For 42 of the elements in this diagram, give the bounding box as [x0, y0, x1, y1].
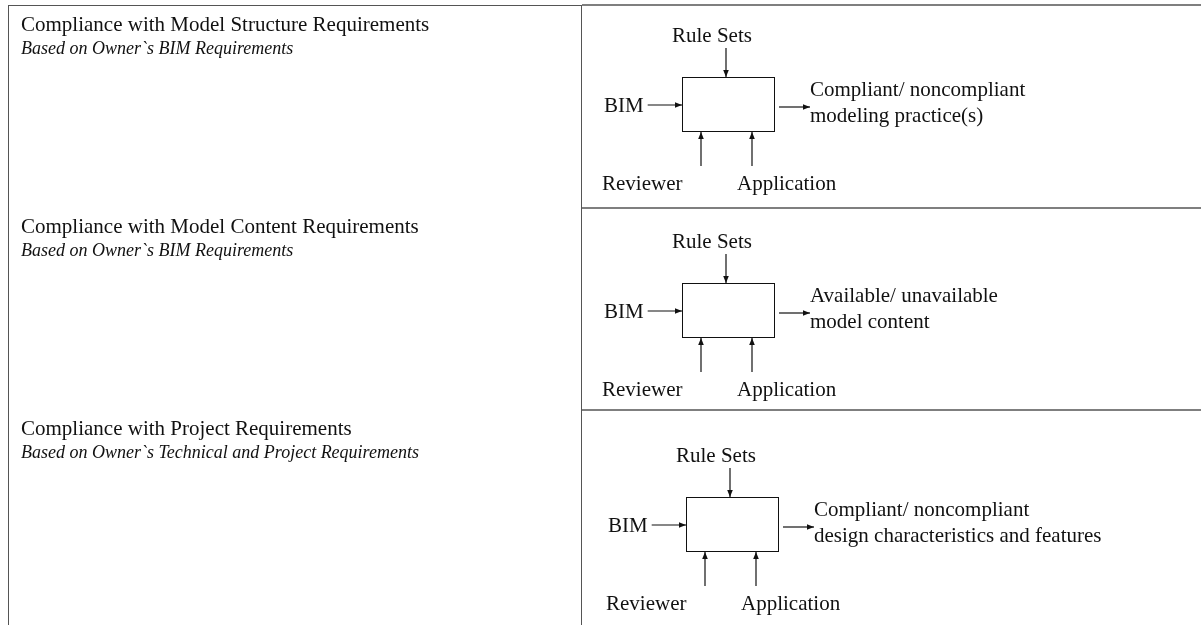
requirement-basis: Based on Owner`s BIM Requirements: [21, 239, 295, 261]
control-label: Rule Sets: [672, 228, 752, 254]
mechanism-label: Application: [737, 170, 837, 196]
arrow: [647, 102, 683, 108]
arrow: [723, 253, 729, 284]
requirement-heading: Compliance with Project Requirements: [21, 416, 353, 441]
requirement-basis: Based on Owner`s Technical and Project Requirements: [21, 441, 420, 463]
control-label: Rule Sets: [672, 22, 752, 48]
table-cell: [8, 208, 582, 410]
input-label: BIM: [604, 92, 644, 118]
arrow: [749, 131, 755, 167]
input-label: BIM: [604, 298, 644, 324]
process-box: [686, 497, 779, 552]
arrow: [749, 337, 755, 373]
mechanism-label: Application: [741, 590, 841, 616]
process-box: [682, 77, 775, 132]
control-label: Rule Sets: [676, 442, 756, 468]
arrow: [778, 310, 811, 316]
output-label: Compliant/ noncompliant modeling practice(s): [810, 76, 1026, 128]
arrow: [782, 524, 815, 530]
arrow: [651, 522, 687, 528]
mechanism-label: Application: [737, 376, 837, 402]
arrow: [778, 104, 811, 110]
mechanism-label: Reviewer: [602, 170, 683, 196]
arrow: [698, 131, 704, 167]
arrow: [647, 308, 683, 314]
requirement-heading: Compliance with Model Structure Requirements: [21, 12, 431, 37]
requirement-basis: Based on Owner`s BIM Requirements: [21, 37, 295, 59]
input-label: BIM: [608, 512, 648, 538]
arrow: [723, 47, 729, 78]
arrow: [698, 337, 704, 373]
mechanism-label: Reviewer: [602, 376, 683, 402]
requirement-heading: Compliance with Model Content Requirements: [21, 214, 420, 239]
output-label: Compliant/ noncompliant design characteristics and features: [814, 496, 1102, 548]
table-cell: [8, 5, 582, 208]
table-cell: [8, 410, 582, 625]
process-box: [682, 283, 775, 338]
arrow: [727, 467, 733, 498]
arrow: [702, 551, 708, 587]
arrow: [753, 551, 759, 587]
mechanism-label: Reviewer: [606, 590, 687, 616]
output-label: Available/ unavailable model content: [810, 282, 998, 334]
